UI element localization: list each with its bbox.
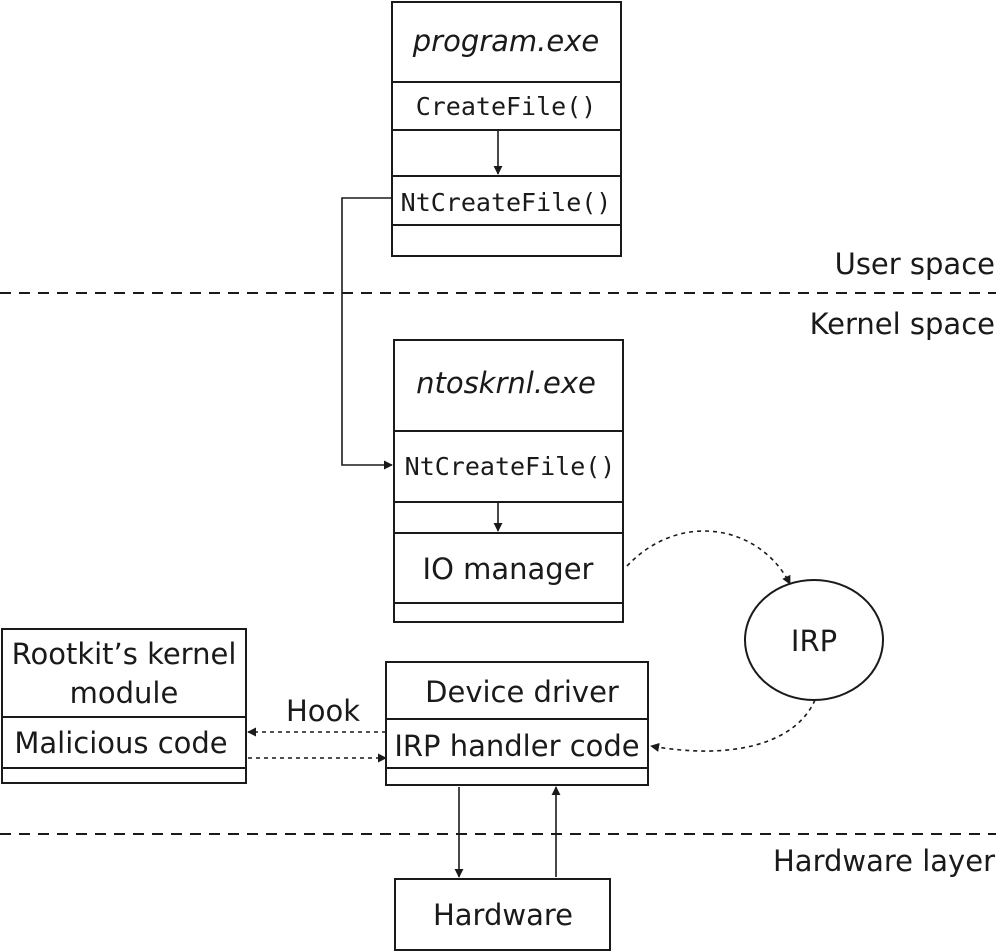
ntoskrnl-exe-box: ntoskrnl.exe NtCreateFile() IO manager — [393, 339, 624, 623]
ntoskrnl-exe-title: ntoskrnl.exe — [416, 366, 596, 400]
irp-handler-code-label: IRP handler code — [394, 729, 639, 763]
irp-to-handler-arrow — [650, 699, 816, 752]
device-driver-box: Device driver IRP handler code — [385, 661, 649, 786]
createfile-call: CreateFile() — [416, 92, 597, 121]
rootkit-module-title-line1: Rootkit’s kernel — [12, 637, 237, 671]
hook-label: Hook — [286, 694, 360, 728]
syscall-transition-arrow — [341, 197, 393, 470]
hardware-layer-label: Hardware layer — [773, 844, 995, 878]
ntcreatefile-user-call: NtCreateFile() — [401, 188, 612, 217]
program-exe-box: program.exe CreateFile() NtCreateFile() — [391, 1, 622, 257]
hardware-label: Hardware — [433, 898, 573, 932]
irp-label: IRP — [791, 624, 837, 658]
program-exe-title: program.exe — [412, 24, 600, 58]
io-manager-to-irp-arrow — [626, 530, 791, 585]
rootkit-module-title-line2: module — [70, 676, 179, 710]
rootkit-kernel-module-box: Rootkit’s kernel module Malicious code — [1, 628, 247, 784]
user-space-label: User space — [835, 247, 995, 281]
ntcreatefile-kernel-call: NtCreateFile() — [405, 452, 616, 481]
io-manager-label: IO manager — [423, 552, 594, 586]
kernel-space-label: Kernel space — [810, 307, 995, 341]
malicious-code-label: Malicious code — [14, 726, 227, 760]
device-driver-title: Device driver — [425, 675, 619, 709]
hardware-box: Hardware — [394, 878, 611, 951]
irp-ellipse — [744, 579, 884, 701]
